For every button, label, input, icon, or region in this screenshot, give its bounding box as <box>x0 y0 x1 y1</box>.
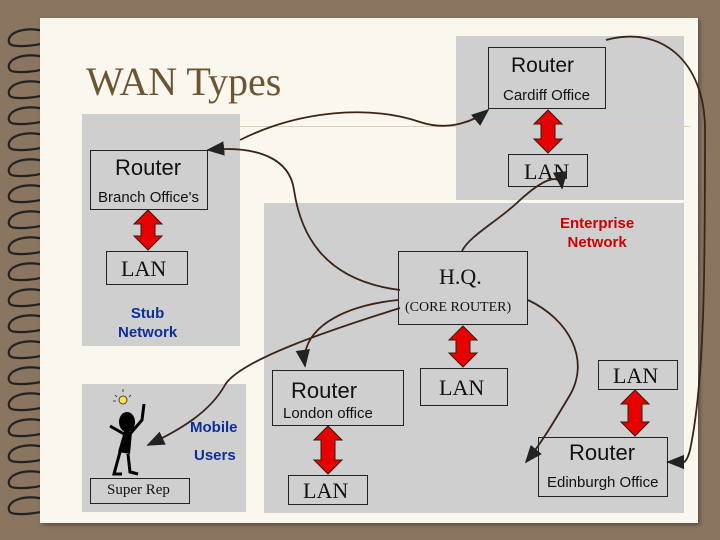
arrow-london <box>312 425 344 475</box>
stick-figure-icon <box>104 386 150 478</box>
cardiff-router-box: Router Cardiff Office <box>488 47 606 109</box>
edinburgh-office-label: Edinburgh Office <box>547 474 659 491</box>
link-hq-mobile <box>146 307 401 446</box>
edinburgh-router-box: Router Edinburgh Office <box>538 437 668 497</box>
arrow-branch <box>132 209 164 251</box>
london-office-label: London office <box>283 405 373 422</box>
mobile-users-label-1: Mobile <box>190 419 238 436</box>
link-hq-london <box>295 299 399 368</box>
branch-router-box: Router Branch Office's <box>90 150 208 210</box>
hq-box: H.Q. (CORE ROUTER) <box>398 251 528 325</box>
edinburgh-router-label: Router <box>569 440 636 465</box>
hq-lan-label: LAN <box>439 375 485 400</box>
edinburgh-lan-label: LAN <box>613 363 659 388</box>
branch-lan-label: LAN <box>121 256 167 281</box>
double-arrow-icon <box>132 109 651 475</box>
core-router-label: (CORE ROUTER) <box>405 300 512 315</box>
lightbulb-icon <box>113 389 132 405</box>
london-router-label: Router <box>291 378 358 403</box>
edinburgh-lan-box: LAN <box>598 360 678 390</box>
link-hq-cardiff-lan <box>461 171 568 252</box>
branch-lan-box: LAN <box>106 251 188 285</box>
arrow-cardiff <box>532 109 564 154</box>
branch-router-label: Router <box>115 155 182 180</box>
hq-lan-box: LAN <box>420 368 508 406</box>
link-hq-branch <box>206 141 401 291</box>
cardiff-router-label: Router <box>511 54 575 77</box>
cardiff-office-label: Cardiff Office <box>503 87 590 104</box>
branch-offices-label: Branch Office's <box>98 189 199 206</box>
london-lan-box: LAN <box>288 475 368 505</box>
london-router-box: Router London office <box>272 370 404 426</box>
super-rep-box: Super Rep <box>90 478 190 504</box>
title-rule <box>84 126 690 127</box>
super-rep-label: Super Rep <box>107 482 170 498</box>
link-cardiff-edinburgh <box>605 35 706 470</box>
page-title: WAN Types <box>86 59 282 104</box>
mobile-users-label-2: Users <box>194 447 236 464</box>
arrow-edinburgh <box>619 389 651 437</box>
hq-label: H.Q. <box>439 264 482 289</box>
london-lan-label: LAN <box>303 478 349 503</box>
stub-network-label: Stub Network <box>118 305 178 341</box>
enterprise-network-label: Enterprise Network <box>560 215 635 251</box>
link-hq-edinburgh <box>524 299 579 464</box>
link-branch-cardiff <box>239 108 490 141</box>
arrow-hq <box>447 325 479 368</box>
